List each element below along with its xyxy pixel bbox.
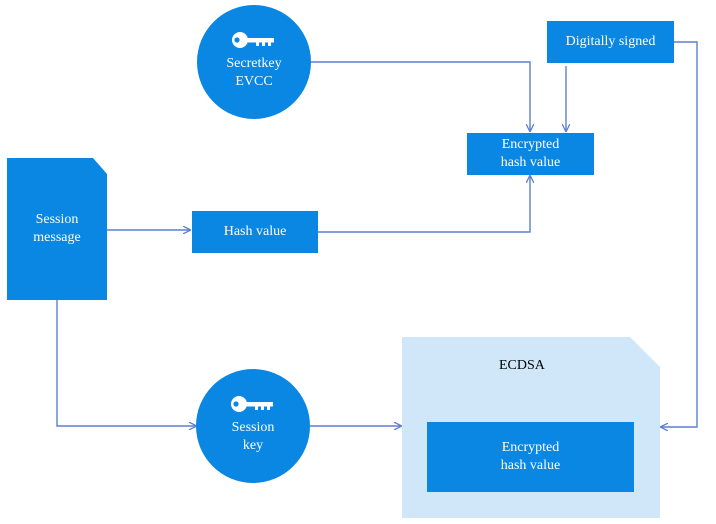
- encrypted-hash-value-box: Encrypted hash value: [467, 133, 594, 175]
- secretkey-evcc-node: Secretkey EVCC: [197, 5, 311, 119]
- key-icon: [231, 396, 273, 412]
- secretkey-evcc-label: Secretkey EVCC: [226, 56, 282, 89]
- connector-secretkey-to-encrypted-hash: [311, 61, 530, 131]
- session-key-label: Session key: [231, 420, 275, 453]
- hash-value-box: Hash value: [192, 211, 318, 253]
- digitally-signed-box: Digitally signed: [547, 21, 674, 63]
- session-key-node: Session key: [196, 369, 310, 483]
- key-icon: [232, 32, 274, 48]
- connector-signed-to-ecdsa: [661, 41, 698, 427]
- connector-message-to-session-key: [56, 300, 196, 426]
- connector-hash-to-encrypted-hash: [318, 176, 530, 233]
- ecdsa-encrypted-hash-value-box: Encrypted hash value: [427, 422, 634, 492]
- ecdsa-title: ECDSA: [499, 358, 545, 373]
- session-message-document: Session message: [7, 158, 107, 300]
